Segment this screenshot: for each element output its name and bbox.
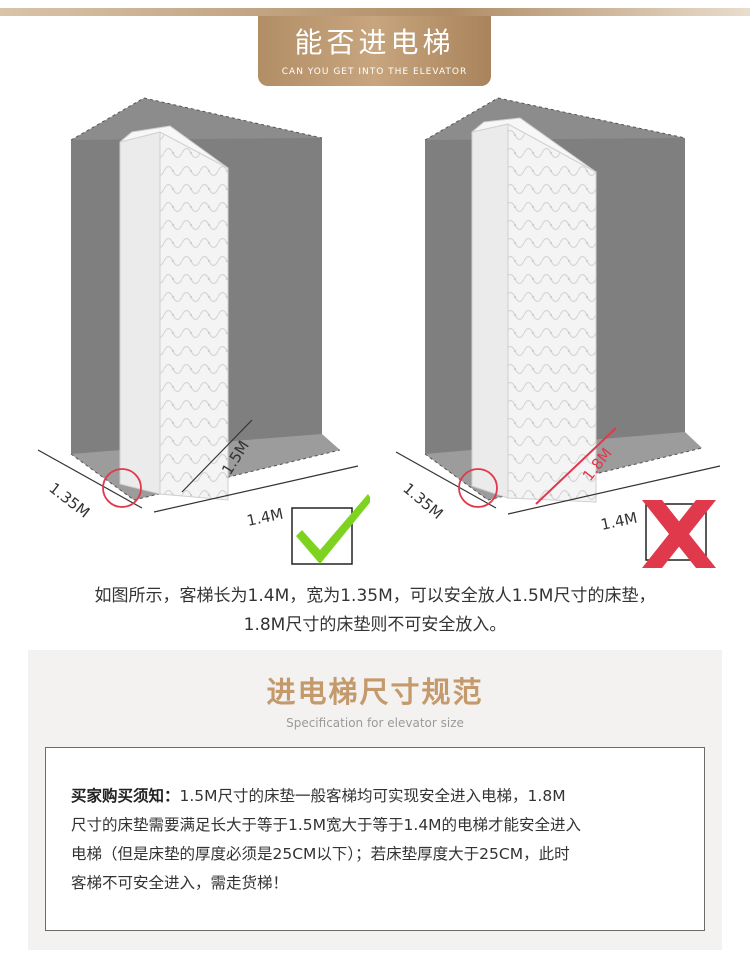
corner-marker-left — [102, 468, 142, 508]
mattress-side-left — [119, 131, 161, 495]
width-label-right: 1.35M — [399, 479, 446, 523]
spec-section: 进电梯尺寸规范 Specification for elevator size … — [28, 650, 722, 950]
elevator-diagram-left: 1.35M 1.4M 1.5M — [20, 90, 372, 584]
length-dimension-line-left — [153, 465, 359, 513]
page-title: 能否进电梯 — [294, 26, 455, 59]
width-dimension-line-left — [37, 449, 143, 509]
notice-lead: 买家购买须知： — [71, 787, 180, 805]
length-label-left: 1.4M — [245, 505, 285, 530]
spec-subtitle: Specification for elevator size — [286, 716, 464, 730]
check-icon — [296, 494, 372, 564]
length-dimension-line-right — [507, 465, 721, 515]
elevator-illustration-right: 1.35M 1.4M 1.8M — [395, 97, 721, 568]
mattress-dimension-line-left — [181, 419, 253, 493]
notice-line-1: 1.5M尺寸的床垫一般客梯均可实现安全进入电梯，1.8M — [179, 787, 566, 805]
notice-line-4: 客梯不可安全进入，需走货梯！ — [71, 874, 289, 892]
title-badge: 能否进电梯 CAN YOU GET INTO THE ELEVATOR — [258, 16, 491, 86]
length-label-right: 1.4M — [599, 509, 639, 534]
spec-notice-text: 买家购买须知：1.5M尺寸的床垫一般客梯均可实现安全进入电梯，1.8M 尺寸的床… — [71, 782, 681, 898]
cross-icon — [642, 500, 716, 568]
spec-title: 进电梯尺寸规范 — [266, 675, 484, 709]
mattress-side-right — [471, 123, 509, 499]
caption-line-2: 1.8M尺寸的床垫则不可安全放入。 — [243, 615, 507, 635]
notice-line-3: 电梯（但是床垫的厚度必须是25CM以下）；若床垫厚度大于25CM，此时 — [71, 845, 570, 863]
mattress-right — [507, 123, 597, 503]
elevator-illustration-left: 1.35M 1.4M 1.5M — [37, 97, 372, 565]
mattress-left — [159, 131, 229, 501]
width-dimension-line-right — [395, 451, 497, 509]
page-subtitle: CAN YOU GET INTO THE ELEVATOR — [281, 67, 468, 77]
mattress-dimension-line-right — [535, 427, 617, 505]
caption-line-1: 如图所示，客梯长为1.4M，宽为1.35M，可以安全放人1.5M尺寸的床垫， — [94, 586, 656, 606]
top-accent-bar — [0, 8, 750, 16]
notice-line-2: 尺寸的床垫需要满足长大于等于1.5M宽大于等于1.4M的电梯才能安全进入 — [71, 816, 582, 834]
elevator-diagram-right: 1.35M 1.4M 1.8M — [380, 90, 730, 584]
corner-marker-right — [458, 468, 498, 508]
spec-notice-box: 买家购买须知：1.5M尺寸的床垫一般客梯均可实现安全进入电梯，1.8M 尺寸的床… — [45, 747, 705, 931]
width-label-left: 1.35M — [46, 479, 94, 522]
caption: 如图所示，客梯长为1.4M，宽为1.35M，可以安全放人1.5M尺寸的床垫， 1… — [0, 582, 750, 640]
